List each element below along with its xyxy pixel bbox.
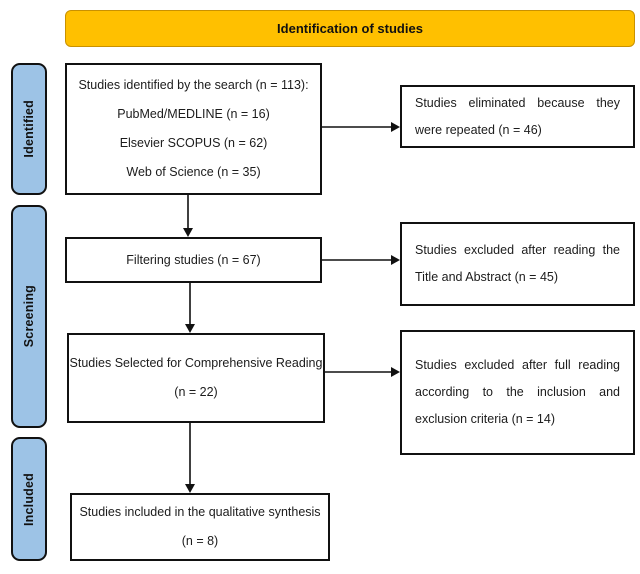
comprehensive-line: Studies Selected for Comprehensive Readi… [69, 356, 323, 370]
arrow-identification-to-filtering [183, 195, 193, 237]
identification-line: Web of Science (n = 35) [126, 165, 261, 179]
comprehensive-reading-box: Studies Selected for Comprehensive Readi… [67, 333, 325, 423]
filtering-studies-box: Filtering studies (n = 67) [65, 237, 322, 283]
excluded-title-abstract-box: Studies excluded after reading the Title… [400, 222, 635, 306]
stage-tab-identified: Identified [11, 63, 47, 195]
banner-label: Identification of studies [277, 21, 423, 36]
qualitative-synthesis-box: Studies included in the qualitative synt… [70, 493, 330, 561]
arrow-comprehensive-to-full-reading [325, 367, 400, 377]
stage-tab-screening: Screening [11, 205, 47, 428]
identification-line: Elsevier SCOPUS (n = 62) [119, 136, 268, 150]
excluded-full-reading-box: Studies excluded after full reading acco… [400, 330, 635, 455]
identification-line: PubMed/MEDLINE (n = 16) [117, 107, 270, 121]
excluded-full-reading-text: Studies excluded after full reading acco… [415, 358, 620, 426]
arrow-filtering-to-comprehensive [185, 283, 195, 333]
identification-of-studies-banner: Identification of studies [65, 10, 635, 47]
included-line: (n = 8) [181, 534, 219, 548]
arrow-identification-to-repeated [322, 122, 400, 132]
stage-included-label: Included [22, 472, 36, 526]
arrow-comprehensive-to-included [185, 423, 195, 493]
excluded-title-abstract-text: Studies excluded after reading the Title… [415, 243, 620, 284]
excluded-repeated-box: Studies eliminated because they were rep… [400, 85, 635, 148]
stage-identified-label: Identified [22, 100, 36, 158]
filtering-line: Filtering studies (n = 67) [126, 252, 261, 267]
stage-screening-label: Screening [22, 285, 36, 348]
stage-tab-included: Included [11, 437, 47, 561]
comprehensive-line: (n = 22) [174, 385, 218, 399]
identification-line: Studies identified by the search (n = 11… [78, 78, 309, 92]
included-line: Studies included in the qualitative synt… [79, 505, 321, 519]
arrow-filtering-to-title-abstract [322, 255, 400, 265]
studies-identified-box: Studies identified by the search (n = 11… [65, 63, 322, 195]
excluded-repeated-text: Studies eliminated because they were rep… [415, 95, 620, 137]
